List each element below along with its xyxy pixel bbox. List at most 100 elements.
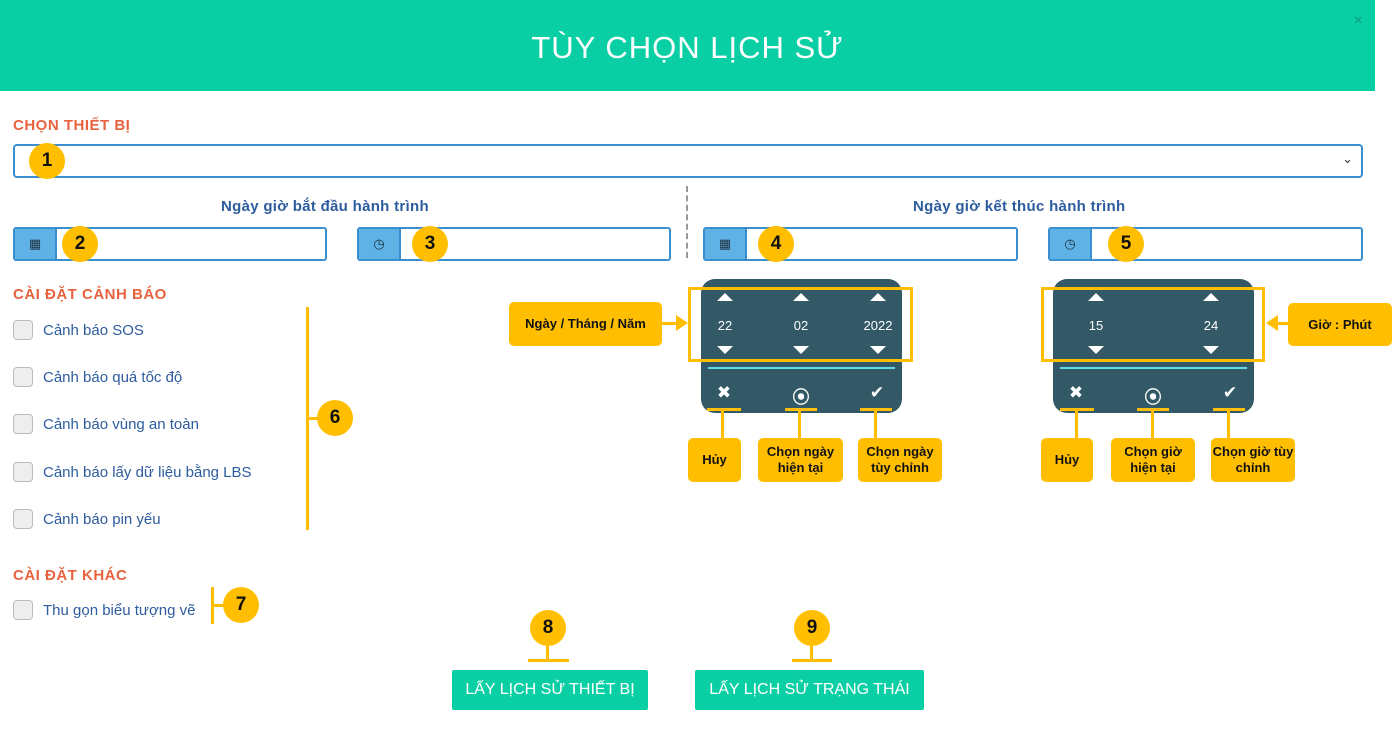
checkbox-sos[interactable]: Cảnh báo SOS	[13, 319, 144, 341]
confirm-icon[interactable]: ✔	[869, 383, 885, 402]
annotation-badge-6: 6	[317, 400, 353, 436]
callout-connector	[662, 322, 678, 325]
clock-icon[interactable]: ◷	[359, 229, 401, 259]
warning-section-title: CÀI ĐẶT CẢNH BÁO	[13, 286, 167, 303]
clock-icon[interactable]: ◷	[1050, 229, 1092, 259]
checkbox-label: Cảnh báo vùng an toàn	[43, 415, 199, 433]
end-time-input[interactable]: ◷	[1048, 227, 1363, 261]
checkbox-label: Cảnh báo pin yếu	[43, 510, 161, 528]
cancel-icon[interactable]: ✖	[1068, 383, 1084, 402]
start-date-input[interactable]: ▦	[13, 227, 327, 261]
checkbox-lbs[interactable]: Cảnh báo lấy dữ liệu bằng LBS	[13, 461, 252, 483]
checkbox-collapse-icons[interactable]: Thu gọn biểu tượng vẽ	[13, 599, 195, 621]
start-time-input[interactable]: ◷	[357, 227, 671, 261]
callout-connector	[874, 408, 877, 438]
minute-value: 24	[1203, 318, 1219, 333]
callout-time-format: Giờ : Phút	[1288, 303, 1392, 346]
callout-connector	[798, 408, 801, 438]
current-time-icon[interactable]: ⦿	[1144, 388, 1162, 407]
checkbox-label: Cảnh báo quá tốc độ	[43, 368, 183, 386]
annotation-badge-2: 2	[62, 226, 98, 262]
separator	[708, 367, 895, 369]
day-value: 22	[717, 318, 733, 333]
callout-connector	[785, 408, 817, 411]
get-status-history-button[interactable]: LẤY LỊCH SỬ TRẠNG THÁI	[695, 670, 924, 710]
hour-up-arrow-icon[interactable]	[1088, 293, 1104, 301]
annotation-badge-8: 8	[530, 610, 566, 646]
callout-connector	[721, 408, 724, 438]
annotation-badge-9: 9	[794, 610, 830, 646]
month-up-arrow-icon[interactable]	[793, 293, 809, 301]
arrow-left-icon	[1266, 315, 1278, 331]
cancel-icon[interactable]: ✖	[716, 383, 732, 402]
annotation-bracket	[810, 645, 813, 661]
annotation-bracket	[546, 645, 549, 661]
annotation-badge-5: 5	[1108, 226, 1144, 262]
checkbox[interactable]	[13, 367, 33, 387]
checkbox[interactable]	[13, 462, 33, 482]
annotation-bracket	[306, 417, 322, 420]
annotation-bracket	[528, 659, 569, 662]
callout-custom-date: Chọn ngày tùy chỉnh	[858, 438, 942, 482]
callout-date-format: Ngày / Tháng / Năm	[509, 302, 662, 346]
year-up-arrow-icon[interactable]	[870, 293, 886, 301]
minute-down-arrow-icon[interactable]	[1203, 346, 1219, 354]
checkbox[interactable]	[13, 320, 33, 340]
device-select[interactable]: ⌄	[13, 144, 1363, 178]
separator	[1060, 367, 1247, 369]
checkbox[interactable]	[13, 509, 33, 529]
callout-today: Chọn ngày hiện tại	[758, 438, 843, 482]
divider	[686, 186, 688, 258]
month-down-arrow-icon[interactable]	[793, 346, 809, 354]
callout-connector	[1278, 322, 1290, 325]
month-value: 02	[793, 318, 809, 333]
annotation-badge-1: 1	[29, 143, 65, 179]
modal-header: TÙY CHỌN LỊCH SỬ ×	[0, 0, 1375, 91]
callout-connector	[1075, 408, 1078, 438]
year-down-arrow-icon[interactable]	[870, 346, 886, 354]
callout-custom-time: Chọn giờ tùy chỉnh	[1211, 438, 1295, 482]
checkbox[interactable]	[13, 414, 33, 434]
end-date-input[interactable]: ▦	[703, 227, 1018, 261]
callout-connector	[1151, 408, 1154, 438]
callout-connector	[1227, 408, 1230, 438]
annotation-highlight	[1041, 287, 1265, 362]
checkbox-low-battery[interactable]: Cảnh báo pin yếu	[13, 508, 161, 530]
day-up-arrow-icon[interactable]	[717, 293, 733, 301]
checkbox-label: Thu gọn biểu tượng vẽ	[43, 601, 196, 619]
end-datetime-title: Ngày giờ kết thúc hành trình	[913, 198, 1126, 215]
time-picker: 15 24 ✖ ⦿ ✔	[1053, 279, 1254, 413]
hour-value: 15	[1088, 318, 1104, 333]
annotation-highlight	[688, 287, 913, 362]
close-icon[interactable]: ×	[1353, 12, 1363, 29]
checkbox-overspeed[interactable]: Cảnh báo quá tốc độ	[13, 366, 182, 388]
arrow-right-icon	[676, 315, 688, 331]
confirm-icon[interactable]: ✔	[1222, 383, 1238, 402]
callout-cancel: Hủy	[1041, 438, 1093, 482]
annotation-bracket	[211, 604, 225, 607]
start-datetime-title: Ngày giờ bắt đầu hành trình	[221, 198, 429, 215]
device-section-title: CHỌN THIẾT BỊ	[13, 117, 131, 134]
calendar-icon[interactable]: ▦	[705, 229, 747, 259]
get-device-history-button[interactable]: LẤY LỊCH SỬ THIẾT BỊ	[452, 670, 648, 710]
calendar-icon[interactable]: ▦	[15, 229, 57, 259]
checkbox[interactable]	[13, 600, 33, 620]
chevron-down-icon: ⌄	[1342, 151, 1353, 166]
other-section-title: CÀI ĐẶT KHÁC	[13, 567, 128, 584]
modal-title: TÙY CHỌN LỊCH SỬ	[531, 30, 844, 65]
minute-up-arrow-icon[interactable]	[1203, 293, 1219, 301]
checkbox-label: Cảnh báo SOS	[43, 321, 144, 339]
annotation-badge-4: 4	[758, 226, 794, 262]
year-value: 2022	[863, 318, 893, 333]
hour-down-arrow-icon[interactable]	[1088, 346, 1104, 354]
annotation-badge-7: 7	[223, 587, 259, 623]
date-picker: 22 02 2022 ✖ ⦿ ✔	[701, 279, 902, 413]
annotation-badge-3: 3	[412, 226, 448, 262]
checkbox-safe-zone[interactable]: Cảnh báo vùng an toàn	[13, 413, 199, 435]
checkbox-label: Cảnh báo lấy dữ liệu bằng LBS	[43, 463, 252, 481]
day-down-arrow-icon[interactable]	[717, 346, 733, 354]
callout-cancel: Hủy	[688, 438, 741, 482]
callout-connector	[707, 408, 741, 411]
current-date-icon[interactable]: ⦿	[792, 388, 810, 407]
callout-now-time: Chọn giờ hiện tại	[1111, 438, 1195, 482]
